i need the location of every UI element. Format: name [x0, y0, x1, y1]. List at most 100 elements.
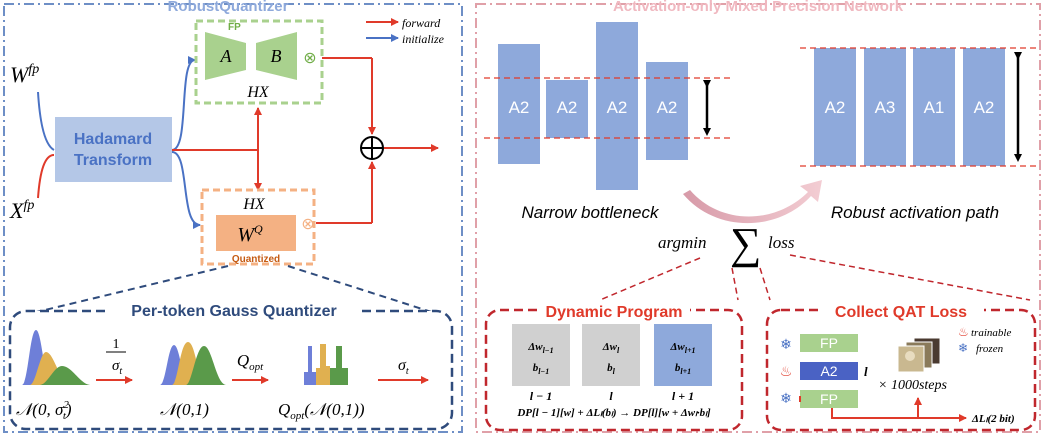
quantized-block	[200, 188, 316, 266]
quantized-tag: Quantized	[232, 254, 280, 265]
dp-formula: DP[l − 1][w] + ΔLₗ(bₗ) → DP[l][w + Δwₗ·b…	[516, 407, 711, 419]
zoom-line-right	[287, 265, 445, 317]
dp-cell-1	[512, 324, 570, 386]
quant-multiply-icon: ⊗	[301, 216, 314, 233]
qat-layer-fp-top	[800, 334, 858, 352]
label-normal-standard: 𝒩(0,1)	[160, 400, 209, 419]
robust-bar-label-1: A2	[825, 98, 846, 117]
qat-layer-fp-top-label: FP	[820, 335, 838, 351]
dist3-yellow	[312, 344, 330, 385]
dist1-green	[40, 366, 90, 385]
robust-bar-label-3: A1	[924, 98, 945, 117]
frozen-icon-top: ❄	[780, 336, 792, 352]
fp-block	[194, 19, 324, 105]
dp-cell-bottom-1: bl−1	[533, 362, 550, 376]
trainable-flame-icon: ♨	[780, 363, 793, 379]
distribution-quantized	[300, 344, 348, 385]
image-card-figure	[905, 351, 915, 361]
qat-connector-left	[759, 267, 771, 301]
hadamard-line1: Hadamard	[74, 131, 152, 148]
init-arrow-to-fp	[171, 56, 196, 151]
narrow-bar-label-1: A2	[509, 98, 530, 117]
qat-layer-fp-bottom	[800, 390, 858, 408]
qat-layer-index: l	[864, 364, 868, 379]
frozen-label: frozen	[976, 343, 1004, 355]
robust-path-label: Robust activation path	[831, 203, 999, 222]
distribution-input	[22, 330, 90, 385]
dp-title: Dynamic Program	[546, 304, 683, 321]
narrow-bottleneck-bars: A2 A2 A2 A2	[498, 22, 688, 190]
wq-label: WQ	[237, 222, 263, 246]
robust-bar-label-2: A3	[875, 98, 896, 117]
dp-cell-3	[654, 324, 712, 386]
distribution-normalized	[160, 342, 226, 385]
narrow-bar-3	[596, 22, 638, 190]
dp-cell-bottom-2: bl	[607, 362, 616, 376]
trainable-label: trainable	[971, 327, 1011, 339]
w-input-connector	[37, 91, 55, 151]
dp-title-bg	[542, 300, 690, 322]
op1-denominator: σt	[112, 358, 122, 377]
matrix-b-label: B	[271, 46, 282, 66]
steps-label: × 1000steps	[878, 378, 947, 393]
dp-cell-index-2: l	[609, 389, 613, 403]
dp-cell-index-1: l − 1	[530, 389, 553, 403]
robust-quantizer-panel	[3, 3, 463, 433]
robust-quantizer-title: RobustQuantizer	[168, 0, 289, 15]
matrix-b-trapezoid	[256, 32, 297, 80]
legend-snowflake-icon: ❄	[958, 341, 968, 355]
mixed-precision-title: Activation-only Mixed Precision Network	[613, 0, 904, 15]
qat-layer-fp-bottom-label: FP	[820, 391, 838, 407]
dist2-green	[186, 346, 226, 385]
op1-numerator: 1	[113, 337, 120, 352]
label-qopt-normal: Qopt(𝒩(0,1))	[278, 400, 365, 422]
robust-bar-label-4: A2	[974, 98, 995, 117]
training-images-icon	[897, 337, 941, 373]
qat-output-label: ΔLₗ(2 bit)	[971, 413, 1015, 425]
narrow-bar-label-3: A2	[607, 98, 628, 117]
fp-multiply-icon: ⊗	[303, 50, 316, 67]
gauss-quantizer-title: Per-token Gauss Quantizer	[131, 303, 336, 320]
transition-arrow	[683, 180, 822, 224]
legend-flame-icon: ♨	[958, 325, 969, 339]
x-input-connector	[37, 154, 55, 199]
init-arrow-to-quant	[171, 151, 201, 229]
robust-bar-1	[814, 48, 856, 166]
dp-cell-bottom-3: bl+1	[675, 362, 691, 376]
qat-connector-right	[789, 254, 1031, 301]
robust-path-bars: A2 A3 A1 A2	[814, 48, 1005, 166]
dist3-green	[326, 346, 348, 385]
narrow-bar-1	[498, 44, 540, 164]
qat-layer-a2	[800, 362, 858, 380]
sum-symbol: ∑	[730, 219, 761, 268]
narrow-bottleneck-label: Narrow bottleneck	[521, 203, 660, 222]
hadamard-transform-block	[55, 117, 172, 182]
narrow-bar-label-2: A2	[557, 98, 578, 117]
wq-block	[216, 215, 296, 251]
hadamard-line2: Transform	[74, 152, 152, 169]
matrix-a-label: A	[220, 46, 233, 66]
dp-cell-index-3: l + 1	[672, 389, 694, 403]
dp-cell-top-2: Δwl	[602, 341, 620, 355]
legend-forward-label: forward	[402, 16, 441, 30]
fp-tag: FP	[228, 22, 241, 33]
dp-connector-left	[599, 257, 701, 301]
qat-loop-arrow	[831, 397, 922, 419]
robust-bar-3	[913, 48, 955, 166]
gauss-title-bg	[108, 299, 360, 321]
dp-connector-right	[731, 267, 739, 301]
legend-initialize-label: initialize	[402, 32, 445, 46]
narrow-bar-2	[546, 80, 588, 138]
dist3-blue	[300, 346, 316, 385]
fp-hx-label: HX	[246, 84, 270, 101]
quant-hx-label: HX	[242, 196, 266, 213]
qat-layer-a2-label: A2	[820, 363, 837, 379]
narrow-bar-label-4: A2	[657, 98, 678, 117]
op2-qopt: Qopt	[237, 351, 264, 373]
robust-bar-4	[963, 48, 1005, 166]
dp-cell-top-1: Δwl−1	[527, 341, 553, 355]
